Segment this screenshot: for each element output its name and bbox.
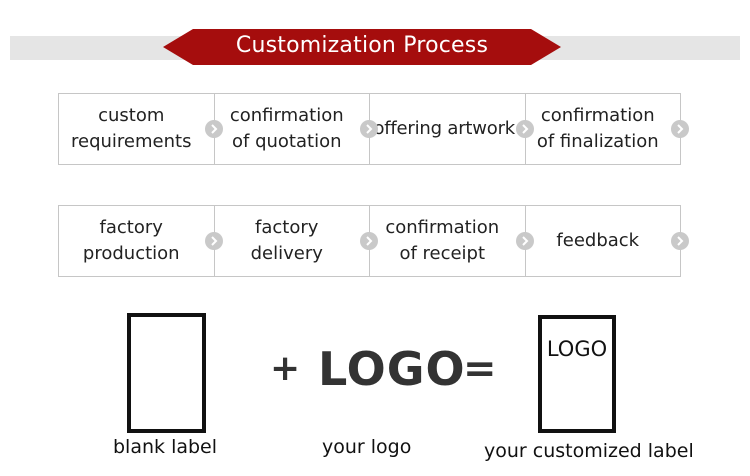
step-label: factory delivery <box>250 217 323 264</box>
chevron-right-icon <box>360 120 378 138</box>
chevron-right-icon <box>515 120 534 138</box>
title-banner: Customization Process <box>163 28 561 66</box>
process-row-2: factory production factory delivery conf… <box>58 205 689 277</box>
process-row-1: custom requirements confirmation of quot… <box>58 93 689 165</box>
customized-label-illustration: LOGO <box>538 315 616 433</box>
equals-sign: = <box>463 346 497 392</box>
customized-label-logo: LOGO <box>546 337 608 361</box>
chevron-right-icon <box>515 232 534 250</box>
page-title: Customization Process <box>235 33 489 58</box>
step-label: factory production <box>82 217 180 264</box>
chevron-right-icon <box>671 232 689 250</box>
step-feedback: feedback <box>525 205 689 277</box>
step-confirmation-of-quotation: confirmation of quotation <box>214 93 378 165</box>
customized-label-caption: your customized label <box>484 440 694 462</box>
step-label: confirmation of finalization <box>536 105 659 152</box>
step-offering-artwork: offering artwork <box>370 93 534 165</box>
blank-label-illustration <box>127 313 206 433</box>
step-factory-delivery: factory delivery <box>214 205 378 277</box>
step-confirmation-of-finalization: confirmation of finalization <box>525 93 689 165</box>
banner-ribbon-shape <box>163 29 561 65</box>
chevron-right-icon <box>204 120 223 138</box>
blank-label-caption: blank label <box>113 436 218 458</box>
your-logo-caption: your logo <box>322 436 412 458</box>
logo-text: LOGO <box>318 342 466 396</box>
step-label: feedback <box>556 230 640 251</box>
chevron-right-icon <box>671 120 689 138</box>
step-custom-requirements: custom requirements <box>58 93 223 165</box>
step-label: custom requirements <box>71 105 192 152</box>
step-label: confirmation of receipt <box>385 217 500 264</box>
step-label: offering artwork <box>373 118 516 139</box>
step-label: confirmation of quotation <box>229 105 344 152</box>
plus-sign: + <box>270 348 301 389</box>
chevron-right-icon <box>204 232 223 250</box>
step-factory-production: factory production <box>58 205 223 277</box>
chevron-right-icon <box>360 232 378 250</box>
step-confirmation-of-receipt: confirmation of receipt <box>370 205 534 277</box>
